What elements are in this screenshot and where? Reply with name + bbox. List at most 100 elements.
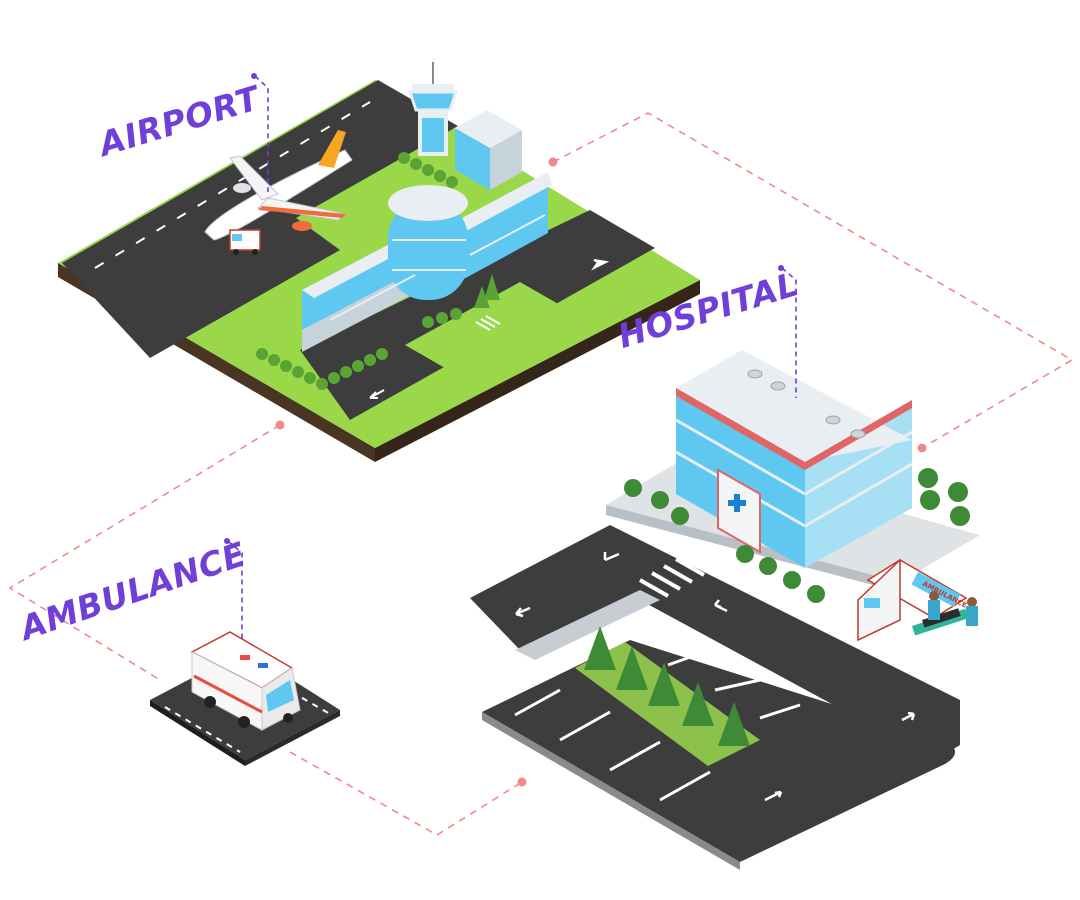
connector-dot: [517, 777, 527, 787]
airplane-engine: [292, 221, 312, 231]
ambulance-road-dashes: [164, 706, 241, 753]
airplane-tail: [318, 130, 346, 168]
tree: [736, 545, 754, 563]
roof-vent: [770, 381, 786, 391]
hospital-leader: [781, 267, 797, 398]
crosswalk-stripe: [639, 578, 669, 598]
stall-line: [514, 688, 561, 717]
runway: [62, 80, 458, 358]
tree: [304, 372, 316, 384]
crosswalk: [475, 315, 501, 331]
pine-tree-icon: [682, 682, 714, 726]
hospital-ambulance-icon: AMBULANCE: [857, 558, 968, 642]
tree: [651, 491, 669, 509]
tree: [436, 312, 448, 324]
tree: [268, 354, 280, 366]
connector-dot: [275, 420, 285, 430]
parking-arrows: [515, 552, 916, 802]
tree: [671, 507, 689, 525]
floor-line: [675, 418, 806, 496]
ambulance-wheel: [283, 713, 293, 723]
tree: [759, 557, 777, 575]
terminal-glass-lines: [329, 214, 546, 321]
hosp-ambulance-window: [864, 598, 880, 608]
pine-tree-icon: [484, 274, 500, 300]
stall-line: [667, 648, 711, 667]
airport-trees: [256, 152, 500, 390]
hospital-building-icon: [675, 350, 913, 568]
tower-glass: [422, 118, 444, 152]
road-arrow: [714, 599, 728, 613]
road-arrow: [764, 790, 783, 802]
crosswalk-stripe: [651, 571, 681, 591]
glass-line: [469, 214, 546, 256]
parking-stall-lines: [514, 648, 801, 802]
leader-dot: [251, 73, 257, 79]
parking-asphalt-top: [470, 525, 960, 760]
glass-line: [329, 274, 416, 321]
crosswalk-stripe: [663, 564, 693, 584]
floor-line: [804, 430, 913, 496]
stall-line: [609, 740, 661, 772]
tree: [918, 468, 938, 488]
floor-line: [804, 462, 913, 528]
office-front: [490, 130, 522, 190]
airplane-icon: [204, 130, 353, 241]
parking-lot: [470, 525, 960, 870]
parking-median: [515, 590, 660, 660]
parking-crosswalk: [639, 557, 705, 598]
ambulance-lightbar-red: [240, 655, 250, 660]
connector-dots: [275, 157, 927, 787]
road-arrow: [591, 259, 610, 271]
tree: [450, 308, 462, 320]
terminal-rotunda: [388, 200, 468, 300]
tree: [422, 164, 434, 176]
stall-line: [559, 710, 611, 742]
hospital-group: AMBULANCE: [606, 350, 980, 642]
parking-edge: [482, 712, 740, 870]
pine-tree-icon: [584, 626, 616, 670]
roof-vent: [747, 369, 763, 379]
terminal-rotunda-top: [388, 185, 468, 221]
paramedic-head: [929, 591, 939, 601]
tower-cab: [407, 90, 459, 112]
pine-tree-icon: [616, 646, 648, 690]
connector-ambulance-parking: [289, 751, 523, 836]
stall-line: [759, 703, 801, 720]
tree: [256, 348, 268, 360]
tree: [948, 482, 968, 502]
tree: [624, 479, 642, 497]
hospital-left-face: [676, 388, 805, 568]
tree: [352, 360, 364, 372]
crosswalk-stripe: [485, 315, 501, 325]
ambulance-lightbar-blue: [258, 663, 268, 668]
stall-line: [659, 770, 711, 802]
leader-dot: [778, 265, 784, 271]
ambulance-wheel: [204, 696, 216, 708]
airport-tile: [58, 62, 700, 462]
terminal-right-wing: [462, 183, 548, 280]
terminal-building: [302, 172, 552, 352]
paramedic-body: [928, 600, 940, 620]
ambulance-windshield: [266, 680, 294, 712]
road-arrow: [369, 389, 385, 399]
runway-centerline: [94, 101, 371, 269]
pine-tree-icon: [718, 702, 750, 746]
hospital-trees: [624, 468, 970, 603]
label-leaders: [227, 75, 797, 640]
tree: [316, 378, 328, 390]
mini-ambulance-wheel: [233, 249, 239, 255]
tree: [422, 316, 434, 328]
airplane-engine: [233, 183, 251, 193]
airplane-stripe: [258, 206, 346, 218]
airport-soil-right: [375, 280, 700, 462]
control-tower-icon: [407, 62, 459, 156]
tree: [292, 366, 304, 378]
road-arrow: [603, 552, 620, 562]
road-arrow: [515, 606, 531, 618]
tree: [807, 585, 825, 603]
parking-pine-trees: [584, 626, 750, 746]
roof-vent: [825, 415, 841, 425]
tree: [783, 571, 801, 589]
mini-ambulance-glass: [232, 234, 242, 241]
